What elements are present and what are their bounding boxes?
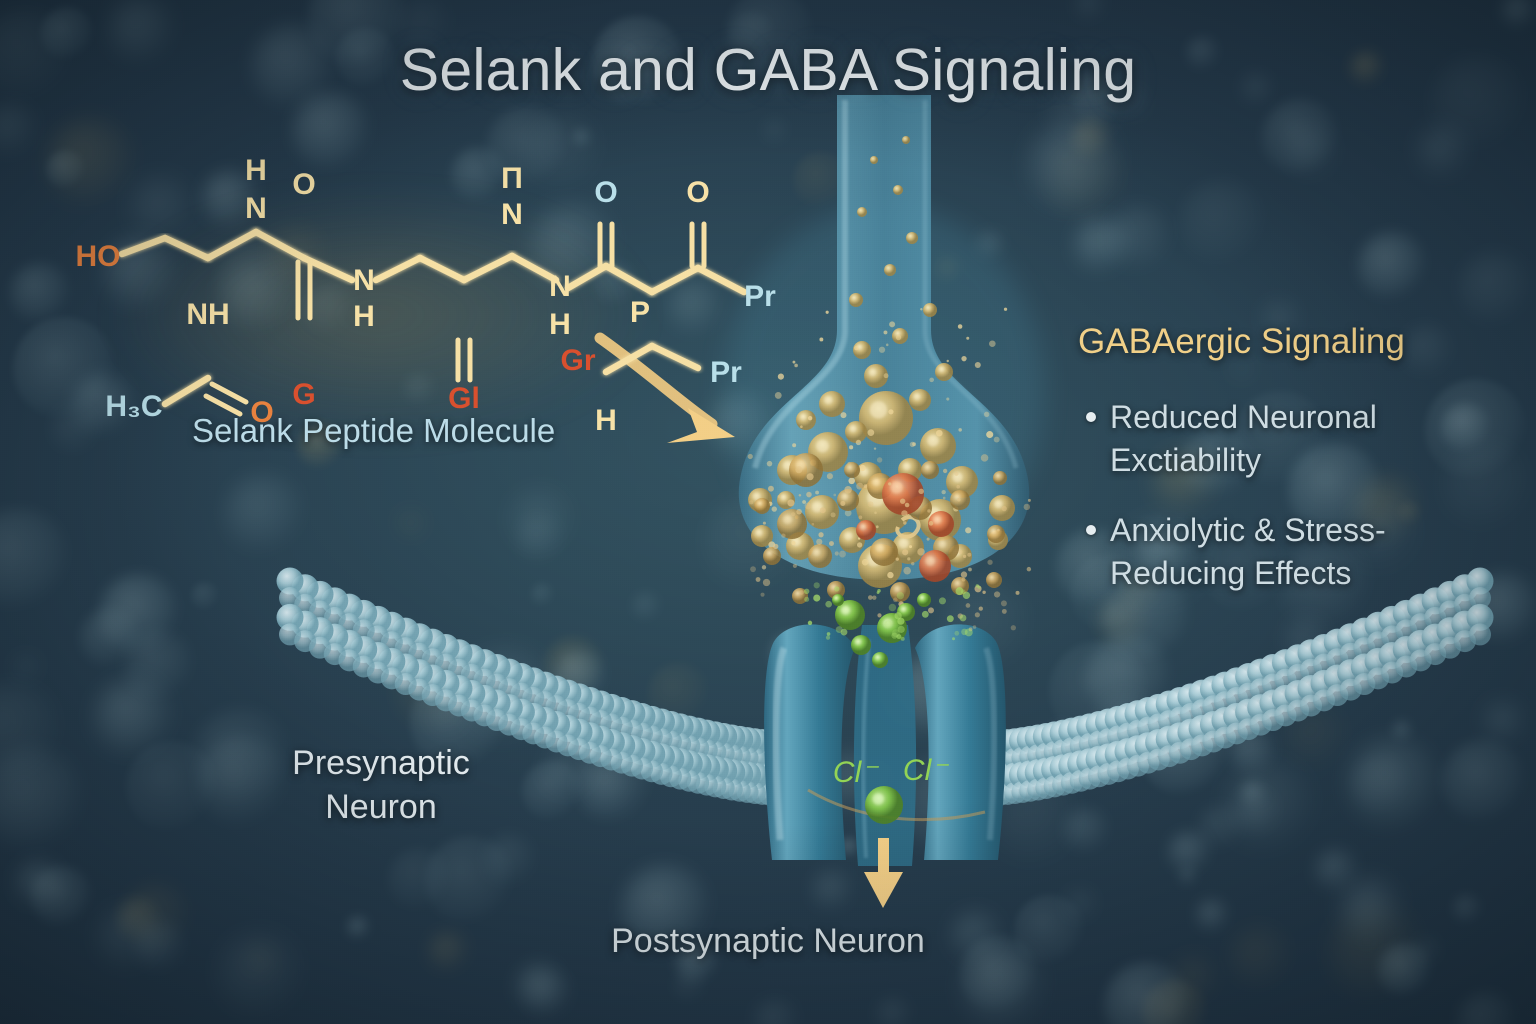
bullet-label: Anxiolytic & Stress-Reducing Effects bbox=[1110, 512, 1386, 591]
chloride-ions bbox=[803, 582, 981, 824]
atom-H3C: H₃C bbox=[105, 390, 162, 423]
molecule-glow bbox=[120, 200, 640, 430]
atom-Pr1: Pr bbox=[744, 280, 776, 313]
bullet-dot-icon bbox=[1086, 525, 1096, 536]
postsynaptic-neuron-label: Postsynaptic Neuron bbox=[611, 922, 925, 960]
atom-O-acetyl: O bbox=[250, 396, 273, 429]
atom-N-ring: N bbox=[501, 198, 523, 231]
atom-N-amide3: N bbox=[549, 270, 571, 303]
atom-P: P bbox=[630, 296, 650, 329]
presynaptic-neuron-label: Presynaptic Neuron bbox=[292, 744, 470, 826]
terminal-highlight-right bbox=[922, 100, 1019, 469]
atom-O-top1: O bbox=[292, 168, 315, 201]
atom-H-bottom: H bbox=[595, 404, 617, 430]
atom-G1: G bbox=[292, 378, 315, 411]
atom-Pr2: Pr bbox=[710, 356, 742, 389]
atom-O-top3: O bbox=[686, 176, 709, 209]
atom-Gr: Gr bbox=[560, 344, 595, 377]
atom-O-top2: O bbox=[594, 176, 617, 209]
lipid-bilayer-membrane bbox=[276, 567, 1494, 807]
atom-HO: HO bbox=[76, 240, 121, 273]
neurotransmitter-particles bbox=[747, 453, 1032, 632]
chloride-label-right: Cl⁻ bbox=[903, 754, 949, 787]
bullet-label: Reduced Neuronal Exctiability bbox=[1110, 399, 1377, 478]
page-title: Selank and GABA Signaling bbox=[399, 37, 1137, 103]
gabaergic-signaling-panel: GABAergic Signaling Reduced Neuronal Exc… bbox=[1078, 322, 1478, 622]
atom-H-amide2: H bbox=[353, 300, 375, 333]
selank-molecule-structure: HO NH H₃C O H N O G N H Π N Gl N H O P O… bbox=[76, 154, 777, 430]
info-panel-heading: GABAergic Signaling bbox=[1078, 322, 1405, 361]
selank-to-synapse-arrow bbox=[594, 332, 735, 443]
atom-H-ring-top: Π bbox=[501, 162, 523, 195]
atom-N-amide1: N bbox=[245, 192, 267, 225]
list-item: Anxiolytic & Stress-Reducing Effects bbox=[1078, 509, 1478, 594]
atom-NH-left: NH bbox=[186, 298, 229, 331]
atom-H-amide3: H bbox=[549, 308, 571, 341]
atom-Gl: Gl bbox=[448, 382, 480, 415]
terminal-highlight-left bbox=[752, 100, 848, 469]
molecule-caption: Selank Peptide Molecule bbox=[192, 412, 556, 449]
list-item: Reduced Neuronal Exctiability bbox=[1078, 396, 1478, 481]
atom-N-amide2: N bbox=[353, 264, 375, 297]
bullet-dot-icon bbox=[1086, 412, 1096, 422]
atom-H-amide1: H bbox=[245, 154, 267, 187]
chloride-label-left: Cl⁻ bbox=[833, 756, 879, 789]
chloride-influx-arrow bbox=[864, 838, 903, 908]
